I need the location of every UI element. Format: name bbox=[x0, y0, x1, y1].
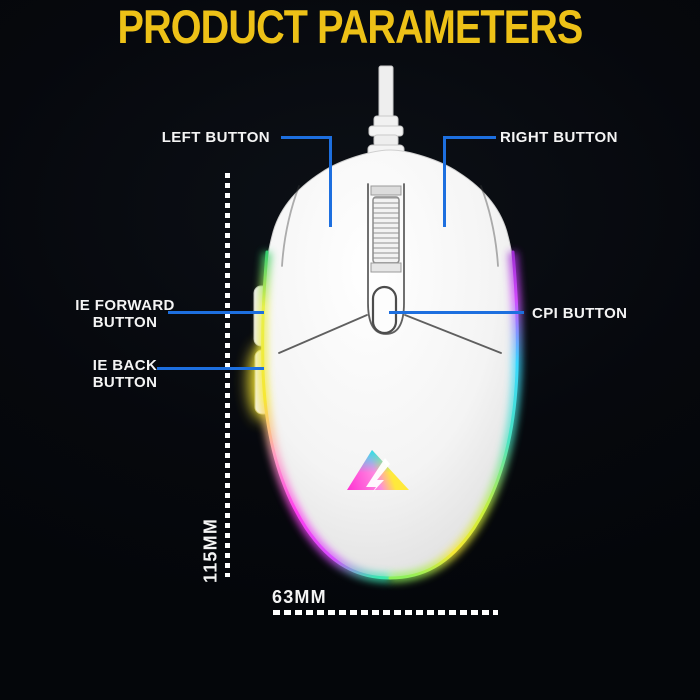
cpi-connector bbox=[389, 311, 524, 314]
right-button-label: RIGHT BUTTON bbox=[500, 129, 618, 146]
width-dimension-label: 63MM bbox=[272, 587, 327, 607]
page-title: PRODUCT PARAMETERS bbox=[117, 1, 584, 54]
left-button-label: LEFT BUTTON bbox=[161, 129, 270, 146]
rgb-glow bbox=[258, 250, 522, 583]
ie-back-label-line1: IE BACK bbox=[92, 357, 158, 374]
scroll-wheel bbox=[370, 185, 402, 273]
height-dimension-label: 115MM bbox=[200, 517, 221, 584]
height-dimension-line bbox=[225, 173, 230, 577]
ie-back-label-line2: BUTTON bbox=[92, 374, 158, 391]
ie-back-connector bbox=[157, 367, 264, 370]
ie-forward-label-line1: IE FORWARD bbox=[75, 297, 175, 314]
left-button-connector-h bbox=[281, 136, 332, 139]
ie-back-label: IE BACK BUTTON bbox=[50, 357, 200, 391]
width-dimension-line bbox=[273, 610, 498, 615]
left-button-connector-v bbox=[329, 136, 332, 227]
cable bbox=[367, 65, 405, 159]
right-button-connector-v bbox=[443, 136, 446, 227]
ie-forward-label-line2: BUTTON bbox=[92, 314, 158, 331]
ie-forward-label: IE FORWARD BUTTON bbox=[50, 297, 200, 331]
right-button-connector-h bbox=[443, 136, 496, 139]
brand-logo bbox=[347, 450, 409, 493]
ie-forward-connector bbox=[168, 311, 264, 314]
cpi-button-label: CPI BUTTON bbox=[532, 305, 628, 322]
cpi-button-shape bbox=[371, 285, 398, 335]
